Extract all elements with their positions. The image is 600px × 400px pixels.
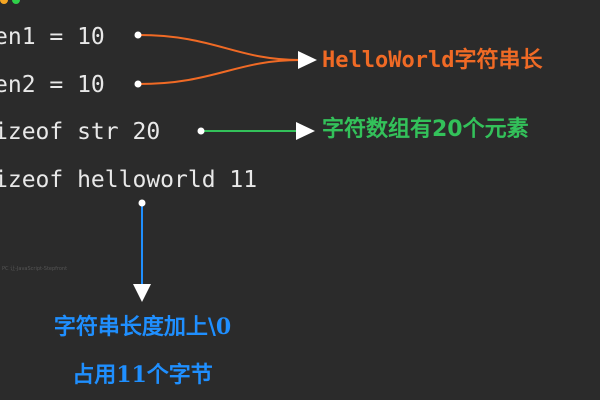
arrowhead-blue-icon (133, 284, 151, 302)
arrowhead-orange-icon (298, 51, 317, 69)
arrowhead-green-icon (296, 122, 315, 140)
connector-len2-curve (137, 59, 301, 85)
dot-sizeof-str-icon (197, 127, 205, 135)
dot-len2-icon (134, 80, 142, 88)
code-line-len1: en1 = 10 (0, 24, 105, 50)
window-dot-orange-icon (0, 0, 8, 4)
annotation-note-line1: 字符串长度加上\0 (53, 314, 232, 340)
annotation-note-line2: 占用11个字节 (72, 362, 213, 388)
watermark-text: PC 让-JavaScript-Stepfront (2, 266, 68, 272)
dot-len1-icon (134, 31, 142, 39)
window-controls (0, 0, 30, 8)
dot-sizeof-helloworld-icon (138, 199, 146, 207)
code-line-len2: en2 = 10 (0, 72, 105, 98)
annotation-string-length: HelloWorld字符串长 (322, 48, 543, 73)
window-dot-green-icon (12, 0, 20, 4)
annotation-array-elements: 字符数组有20个元素 (322, 117, 529, 142)
code-line-sizeof-str: izeof str 20 (0, 119, 161, 145)
connector-len1-curve (137, 34, 301, 61)
code-line-sizeof-helloworld: izeof helloworld 11 (0, 167, 258, 193)
